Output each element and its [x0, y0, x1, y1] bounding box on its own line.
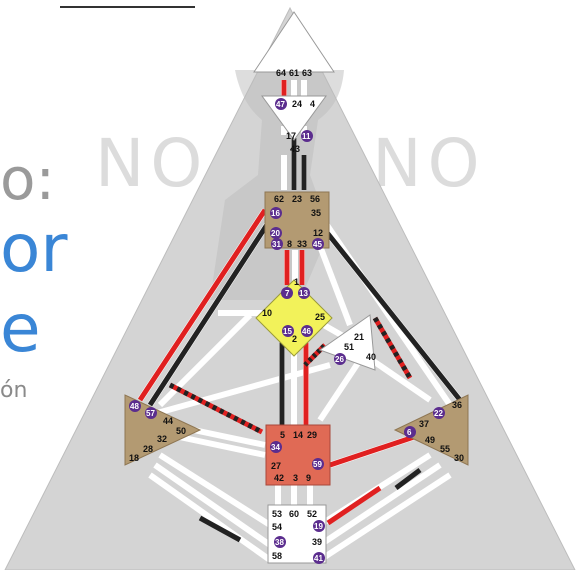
gate-13: 13	[299, 289, 308, 298]
gate-5: 5	[280, 430, 285, 440]
gate-40: 40	[366, 352, 376, 362]
gate-29: 29	[307, 430, 317, 440]
gate-54: 54	[272, 522, 282, 532]
gate-25: 25	[315, 312, 325, 322]
gate-12: 12	[313, 228, 323, 238]
gate-55: 55	[440, 444, 450, 454]
gate-23: 23	[292, 194, 302, 204]
gate-19: 19	[314, 522, 323, 531]
gate-28: 28	[143, 444, 153, 454]
gate-4: 4	[310, 99, 315, 109]
gate-60: 60	[289, 509, 299, 519]
gate-17: 17	[286, 131, 296, 141]
gate-45: 45	[313, 240, 322, 249]
gate-9: 9	[306, 473, 311, 483]
gate-42: 42	[274, 473, 284, 483]
gate-7: 7	[285, 289, 290, 298]
gate-61: 61	[289, 68, 299, 78]
gate-18: 18	[129, 453, 139, 463]
gate-15: 15	[283, 327, 292, 336]
header-rule	[60, 6, 195, 8]
gate-20: 20	[271, 229, 280, 238]
gate-31: 31	[272, 240, 281, 249]
gate-50: 50	[176, 426, 186, 436]
gate-1: 1	[294, 277, 299, 287]
gate-32: 32	[157, 434, 167, 444]
gate-47: 47	[276, 100, 285, 109]
gate-41: 41	[314, 554, 323, 563]
gate-49: 49	[425, 435, 435, 445]
gate-3: 3	[293, 473, 298, 483]
gate-56: 56	[310, 194, 320, 204]
gate-30: 30	[454, 453, 464, 463]
head-center	[253, 11, 335, 73]
gate-8: 8	[287, 239, 292, 249]
gate-2: 2	[292, 334, 297, 344]
gate-39: 39	[312, 537, 322, 547]
root-center	[267, 504, 327, 564]
solar-plexus-center	[393, 394, 469, 466]
gate-53: 53	[272, 509, 282, 519]
gate-57: 57	[146, 409, 155, 418]
spleen-center	[124, 394, 202, 466]
gate-63: 63	[302, 68, 312, 78]
gate-10: 10	[262, 308, 272, 318]
gate-6: 6	[407, 428, 412, 437]
channels-active	[137, 80, 462, 543]
gate-51: 51	[344, 342, 354, 352]
gate-26: 26	[335, 355, 344, 364]
gate-64: 64	[276, 68, 286, 78]
gate-38: 38	[275, 538, 284, 547]
gate-33: 33	[297, 239, 307, 249]
gate-24: 24	[292, 99, 302, 109]
gate-62: 62	[274, 194, 284, 204]
gate-34: 34	[271, 443, 280, 452]
sacral-center	[265, 424, 331, 486]
gate-22: 22	[434, 409, 443, 418]
gate-44: 44	[163, 416, 173, 426]
gate-16: 16	[271, 209, 280, 218]
activation-circles	[129, 98, 445, 564]
gate-46: 46	[302, 327, 311, 336]
gate-14: 14	[293, 430, 303, 440]
gate-27: 27	[271, 461, 281, 471]
gate-37: 37	[419, 419, 429, 429]
gate-36: 36	[452, 400, 462, 410]
gate-58: 58	[272, 551, 282, 561]
gate-59: 59	[313, 460, 322, 469]
heart-center	[318, 314, 376, 371]
gate-52: 52	[307, 509, 317, 519]
gate-43: 43	[290, 144, 300, 154]
gate-21: 21	[354, 332, 364, 342]
gate-11: 11	[302, 132, 311, 141]
gate-48: 48	[130, 402, 139, 411]
gate-35: 35	[311, 208, 321, 218]
g-center	[255, 279, 333, 357]
